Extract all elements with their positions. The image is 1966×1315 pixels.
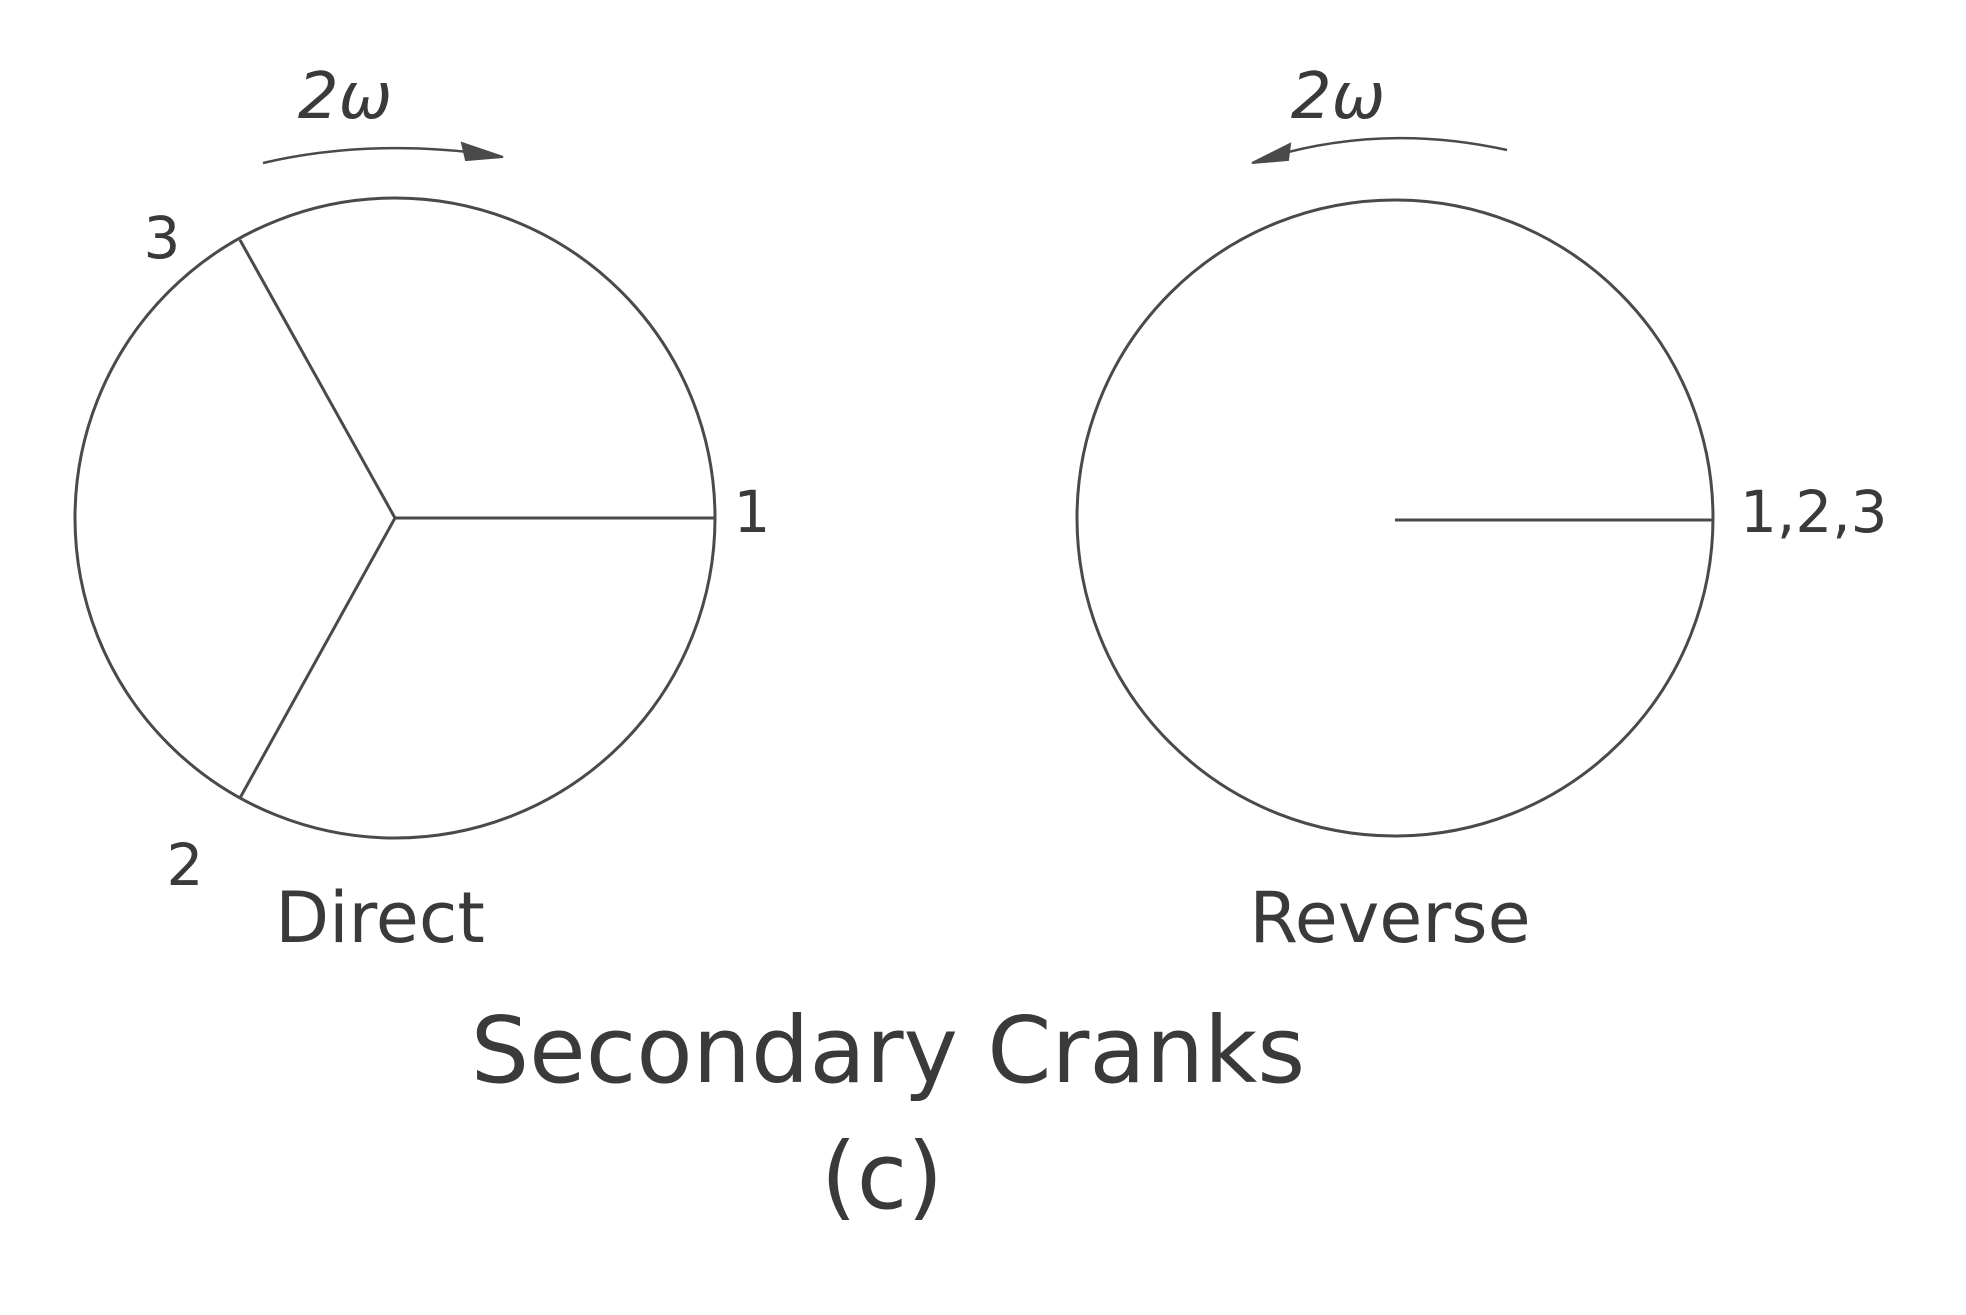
reverse-speed-label: 2ω: [1291, 60, 1385, 134]
reverse-panel: 2ω 1,2,3 Reverse: [1075, 60, 1888, 959]
figure-caption: Secondary Cranks: [471, 997, 1305, 1104]
direct-title: Direct: [275, 877, 485, 959]
reverse-rotation-arc: [1259, 136, 1508, 162]
figure-sub-label: (c): [821, 1123, 943, 1230]
direct-rotation-arc: [262, 146, 494, 165]
direct-speed-label: 2ω: [298, 60, 392, 134]
direct-rotation-arrowhead: [460, 141, 504, 162]
reverse-title: Reverse: [1249, 877, 1530, 959]
direct-crank-2: [238, 517, 397, 799]
direct-crank-label-1: 1: [734, 478, 771, 546]
direct-crank-3: [238, 239, 397, 519]
direct-panel: 2ω 1 2 3 Direct: [73, 60, 771, 959]
direct-crank-label-2: 2: [167, 831, 204, 899]
reverse-crank-label: 1,2,3: [1740, 478, 1888, 546]
reverse-rotation-arrowhead: [1251, 142, 1292, 164]
direct-crank-label-3: 3: [144, 204, 181, 272]
reverse-crank-circle: [1075, 198, 1715, 838]
